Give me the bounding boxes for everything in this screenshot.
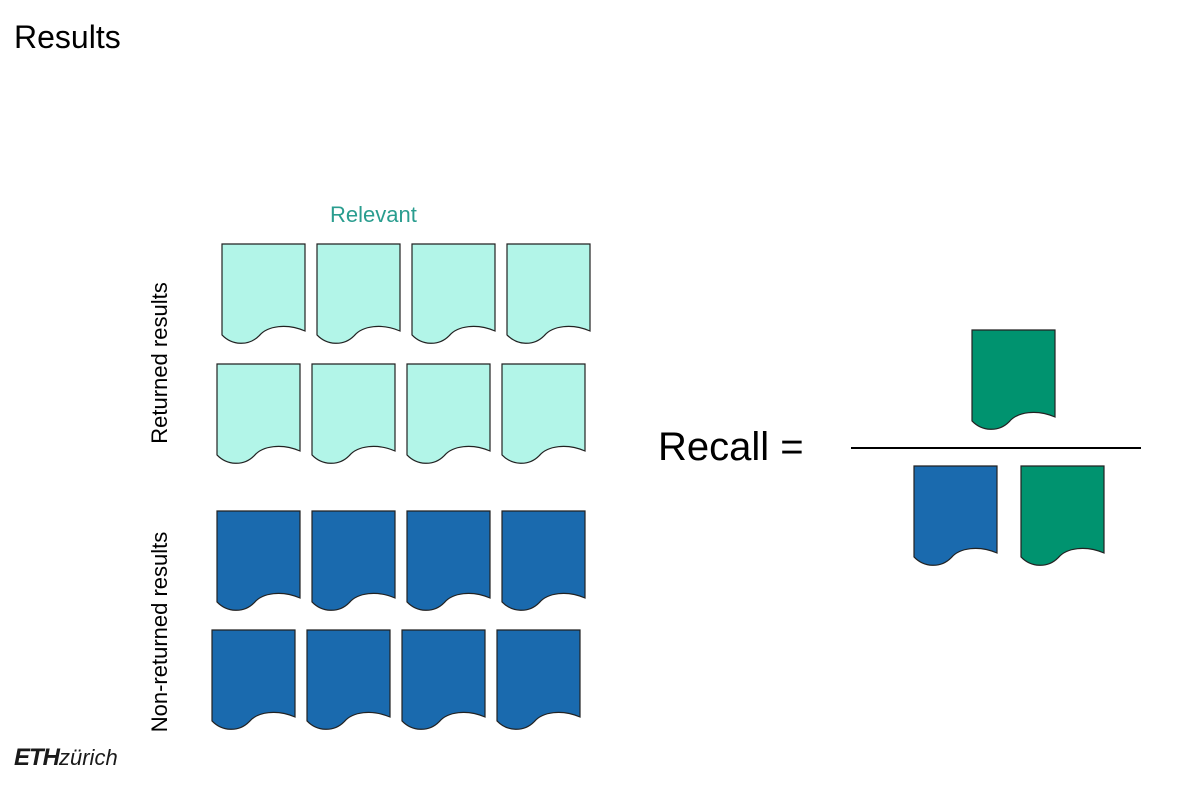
- returned-relevant-doc-2-4: [501, 363, 586, 464]
- returned-relevant-doc-2-1: [216, 363, 301, 464]
- non-returned-doc-3-2: [311, 510, 396, 611]
- numerator-doc-1: [971, 329, 1056, 430]
- non-returned-doc-4-2: [306, 629, 391, 730]
- non-returned-doc-3-4: [501, 510, 586, 611]
- non-returned-doc-4-4: [496, 629, 581, 730]
- returned-relevant-doc-2-2: [311, 363, 396, 464]
- returned-relevant-doc-1-2: [316, 243, 401, 344]
- eth-zurich-logo: ETHzürich: [14, 744, 118, 772]
- document-grid: [211, 243, 591, 730]
- non-returned-doc-3-3: [406, 510, 491, 611]
- denominator-doc-1: [913, 465, 998, 566]
- non-returned-doc-4-3: [401, 629, 486, 730]
- logo-zurich-text: zürich: [59, 745, 118, 770]
- returned-relevant-doc-1-1: [221, 243, 306, 344]
- denominator-doc-2: [1020, 465, 1105, 566]
- returned-relevant-doc-1-3: [411, 243, 496, 344]
- returned-relevant-doc-1-4: [506, 243, 591, 344]
- logo-eth-text: ETH: [14, 744, 60, 771]
- non-returned-doc-4-1: [211, 629, 296, 730]
- non-returned-doc-3-1: [216, 510, 301, 611]
- relevant-column-label: Relevant: [330, 202, 417, 227]
- recall-formula-documents: [913, 329, 1105, 566]
- recall-formula-label: Recall =: [658, 425, 804, 469]
- slide-title: Results: [14, 19, 121, 55]
- returned-relevant-doc-2-3: [406, 363, 491, 464]
